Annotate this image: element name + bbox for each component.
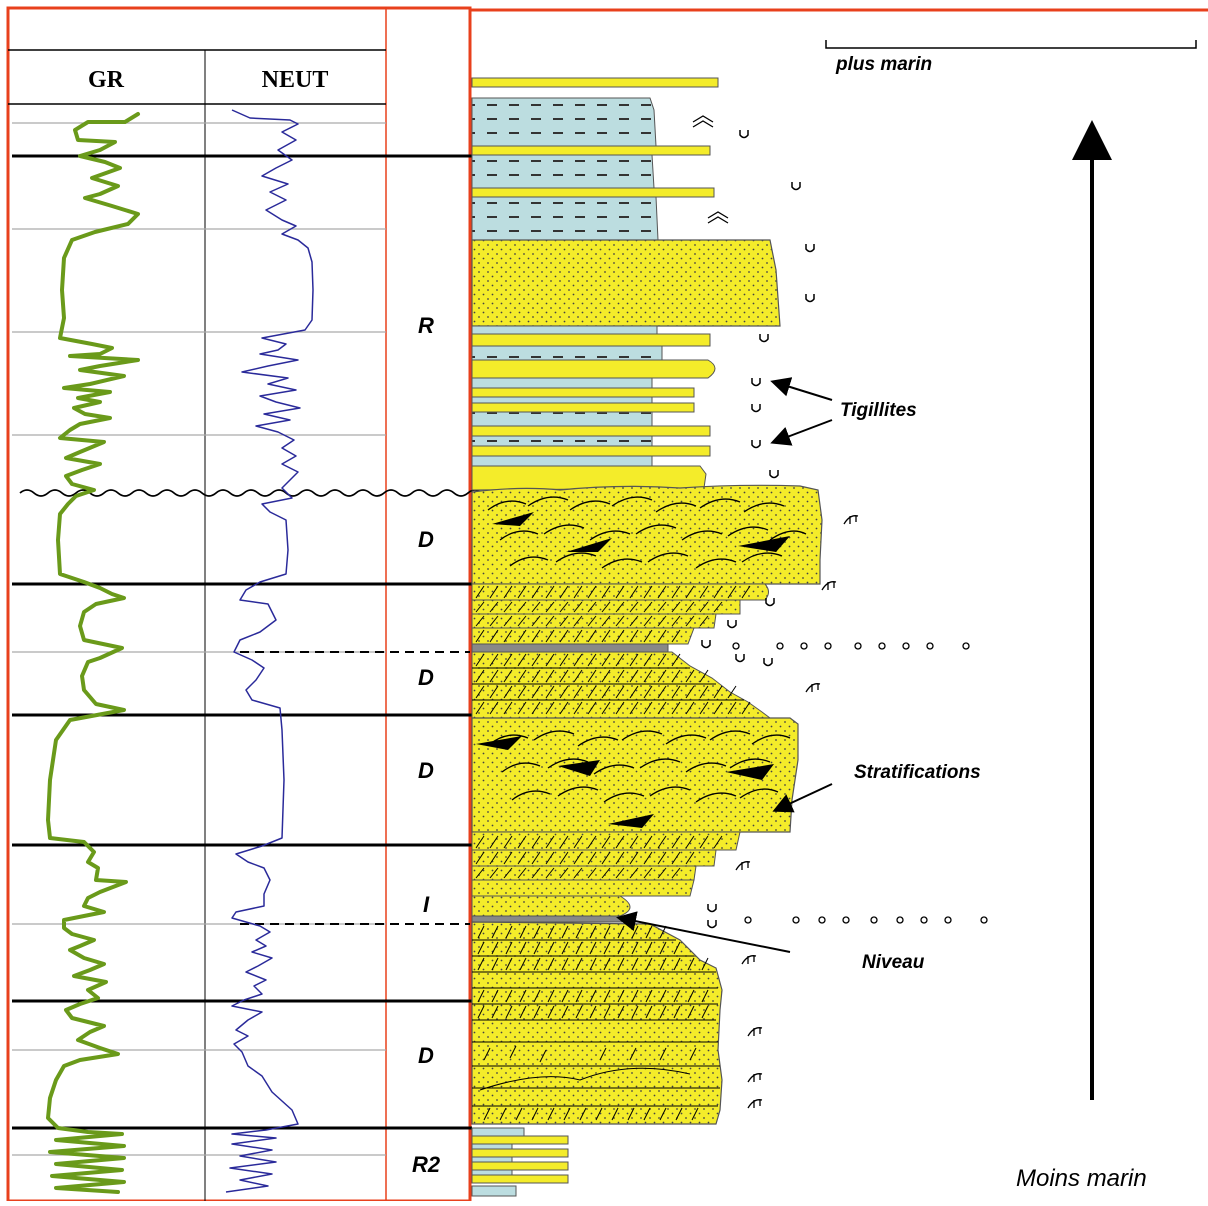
shale-bed [471,377,653,389]
shale-bed [471,1143,513,1150]
shale-bed [471,325,658,335]
niveau-arrow [616,911,791,953]
sequence-label: R2 [412,1152,441,1177]
sand-bed [471,145,711,156]
sequence-label: D [418,665,434,690]
lithology-column [471,77,823,1197]
gr-log-curve [46,112,140,1194]
shale-bed [471,455,653,467]
sand-bed [471,831,741,851]
sand-bed [471,1148,569,1158]
sand-bed-crossbedded [471,484,823,585]
tigillites-burrow-symbols [701,130,815,929]
sand-bed [471,465,707,491]
panel-frame [6,6,472,1203]
unconformity-line [19,489,483,497]
lamination-ticks [475,585,751,643]
moins-marin-label: Moins marin [1016,1165,1147,1192]
sand-bed [471,1174,569,1184]
sand-bed [471,333,711,347]
sand-bed [471,627,695,645]
plus-marin-label: plus marin [835,54,932,75]
cross-bedding-marks [487,496,807,569]
sand-bed [471,445,711,457]
shale-bed [471,435,653,447]
shale-bed [471,97,657,147]
sand-bed [471,187,715,198]
lamination-ticks [472,653,751,715]
grey-level [471,643,669,653]
sequence-labels: R D D D I D R2 [412,313,441,1177]
tigillites-arrow [770,419,833,446]
ripple-symbols [692,115,729,224]
sand-bed-crosslaminated [471,921,723,1125]
sand-bed [471,77,719,88]
sequence-label: D [418,527,434,552]
stratifications-label: Stratifications [854,762,981,783]
flaser-symbols [735,515,859,1109]
shale-bed [471,1127,525,1137]
sand-bed [471,425,711,437]
gr-header: GR [88,67,125,93]
cross-bedding-marks [489,730,791,803]
marine-bracket [825,40,1197,49]
tigillites-arrow [770,377,833,401]
stratifications-arrow [772,783,833,813]
shale-bed [471,396,653,404]
shale-bed [471,196,659,241]
lamination-ticks [472,925,720,1121]
grey-level [471,915,623,923]
shale-bed [471,1185,517,1197]
tigillites-label: Tigillites [840,400,917,421]
log-panel: GR NEUT [6,6,1208,1203]
sand-bed [471,879,695,897]
sand-bed [471,359,716,379]
sequence-boundaries [12,154,472,1130]
shale-bed [471,154,655,189]
sequence-label: I [423,892,430,917]
sand-bed-thick [471,239,781,327]
sand-bed [471,1135,569,1145]
sand-bed [471,402,695,413]
sand-bed [471,895,631,917]
neut-log-curve [225,109,314,1193]
sand-bed-crosslaminated [471,651,772,719]
sequence-label: D [418,1043,434,1068]
sequence-label: D [418,758,434,783]
neut-header: NEUT [262,67,329,93]
pebble-dots [732,642,988,924]
mud-clasts [492,512,790,552]
shale-bed [471,1169,513,1176]
mud-clasts [476,736,774,828]
sequence-label: R [418,313,434,338]
shale-bed [471,411,653,427]
lamination-ticks [475,835,723,879]
shale-bed [471,345,663,361]
shale-bed [471,1156,513,1163]
sand-bed [471,387,695,398]
niveau-label: Niveau [862,952,925,973]
sand-bed [471,1161,569,1171]
